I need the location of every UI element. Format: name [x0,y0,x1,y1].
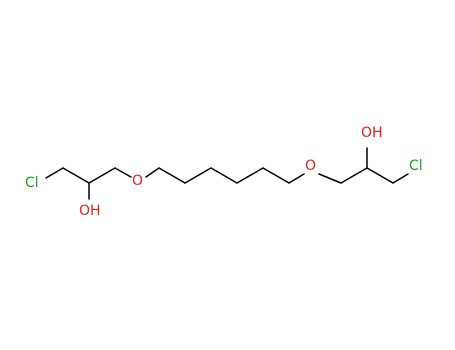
hydroxyl-label-left: OH [79,203,101,219]
ether-oxygen-label-left: O [132,173,143,189]
bond-o2-c10 [318,173,342,184]
bond-c5-c6 [184,167,212,184]
bond-c11-c12 [366,167,394,184]
bond-c1-c2 [62,167,90,184]
ether-oxygen-label-right: O [305,158,316,174]
bond-c3-o1 [114,167,132,178]
bond-c6-c7 [210,167,238,184]
bond-c4-c5 [158,167,186,184]
atom-labels: Cl OH O O OH Cl [25,125,423,219]
chlorine-label-right: Cl [409,158,423,174]
chlorine-label-left: Cl [25,175,39,191]
bond-c7-c8 [236,167,264,184]
bond-c9-o2 [288,173,305,184]
bond-cl1-c1 [45,167,64,179]
hydroxyl-label-right: OH [361,125,383,141]
bond-c12-cl2 [392,173,409,184]
bond-o1-c4 [145,167,160,178]
bond-c10-c11 [340,167,368,184]
bond-skeleton [45,147,409,200]
bond-c2-c3 [88,167,116,184]
bond-c8-c9 [262,167,290,184]
